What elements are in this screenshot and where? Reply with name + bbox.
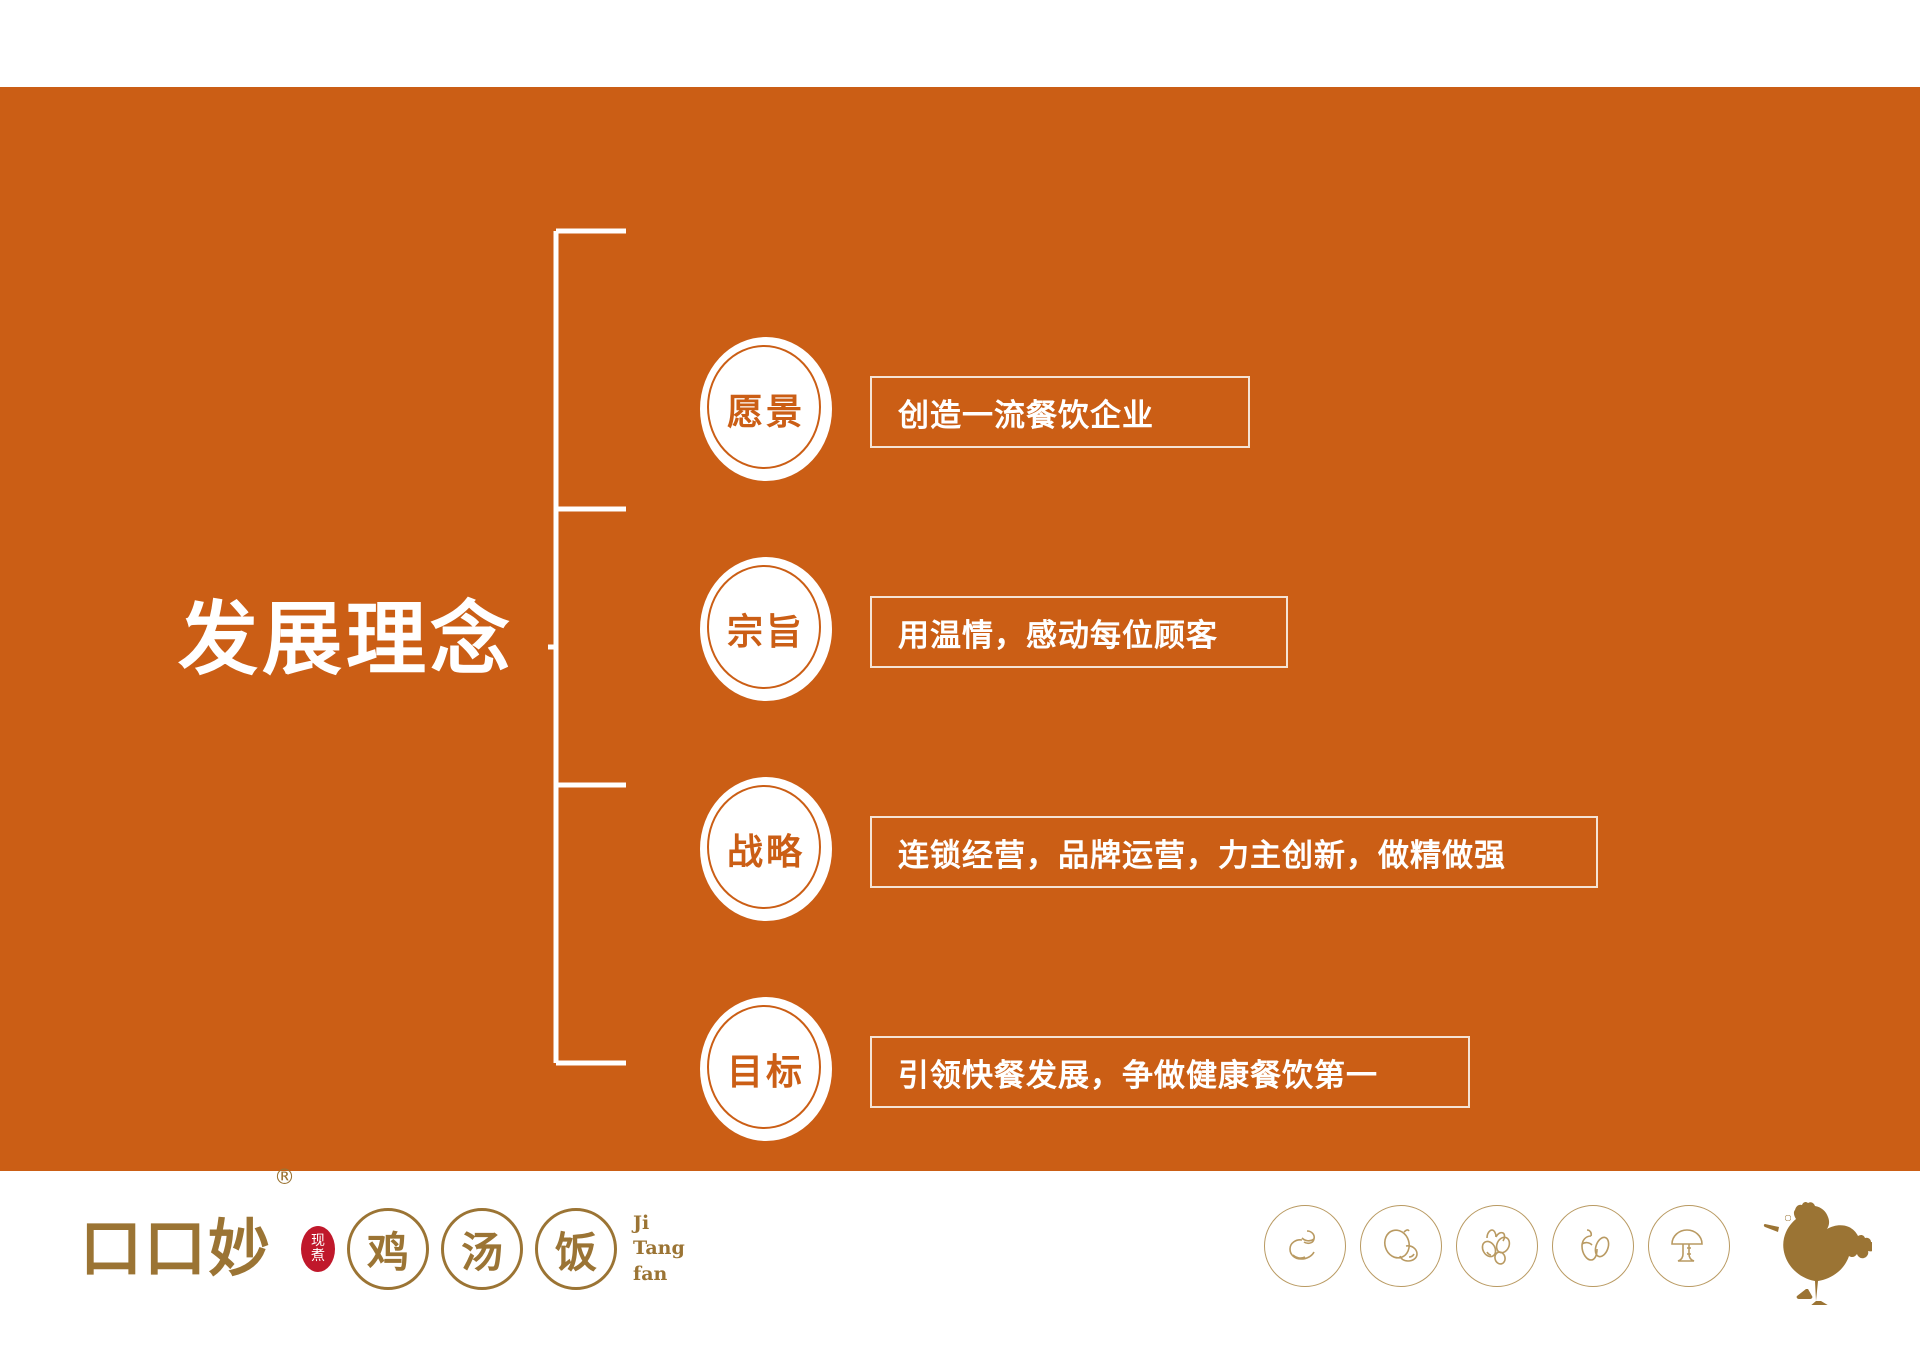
concept-text: 创造一流餐饮企业 (898, 397, 1154, 434)
beans-icon (1264, 1205, 1346, 1287)
badge-label: 目标 (726, 1052, 805, 1093)
concept-row: 宗旨 用温情，感动每位顾客 (700, 557, 1288, 707)
registered-trademark-icon: ® (274, 1165, 296, 1189)
pinyin-line-1: Ji (633, 1211, 650, 1234)
orange-content-panel: 发展理念 愿景 创造一流餐饮企业 (0, 87, 1920, 1171)
badge-label: 宗旨 (726, 612, 805, 653)
chicken-silhouette-icon (1763, 1201, 1872, 1305)
seal-badge: 现 煮 (301, 1226, 336, 1272)
concept-text: 引领快餐发展，争做健康餐饮第一 (898, 1057, 1378, 1094)
badge-circle: 目标 (700, 997, 840, 1147)
badge-ring-inner (707, 345, 821, 469)
ingredient-icon-row (1264, 1205, 1730, 1287)
mushroom-icon (1648, 1205, 1730, 1287)
concept-textbox: 创造一流餐饮企业 (870, 376, 1250, 448)
pepper-icon (1552, 1205, 1634, 1287)
badge-label: 战略 (726, 832, 805, 873)
badge-circle: 宗旨 (700, 557, 840, 707)
potato-icon (1360, 1205, 1442, 1287)
concept-row: 战略 连锁经营，品牌运营，力主创新，做精做强 (700, 777, 1598, 927)
logo-wordmark: 口口妙 (80, 1212, 273, 1285)
page-title: 发展理念 (178, 593, 514, 686)
logo-circle-tang: 汤 (441, 1208, 524, 1290)
badge-circle: 战略 (700, 777, 840, 927)
concept-text: 用温情，感动每位顾客 (898, 617, 1218, 654)
seal-line-2: 煮 (311, 1248, 326, 1264)
logo-pinyin: Ji Tang fan (633, 1211, 685, 1288)
concept-textbox: 连锁经营，品牌运营，力主创新，做精做强 (870, 816, 1598, 888)
concept-text: 连锁经营，品牌运营，力主创新，做精做强 (898, 837, 1506, 874)
badge-label: 愿景 (726, 392, 805, 433)
badge-ring-inner (707, 1005, 821, 1129)
badge-circle: 愿景 (700, 337, 840, 487)
concept-textbox: 引领快餐发展，争做健康餐饮第一 (870, 1036, 1470, 1108)
logo-circle-ji: 鸡 (347, 1208, 430, 1290)
badge-ring-inner (707, 565, 821, 689)
logo-circle-fan: 饭 (535, 1208, 618, 1290)
seal-line-1: 现 (311, 1233, 326, 1250)
pinyin-line-2: Tang (633, 1237, 685, 1260)
footer-bar: 口口妙 ® 现 煮 鸡 汤 饭 Ji Tang fan (0, 1165, 1920, 1358)
badge-ring-inner (707, 785, 821, 909)
concept-row: 愿景 创造一流餐饮企业 (700, 337, 1250, 487)
pinyin-line-3: fan (633, 1262, 668, 1285)
brand-logo: 口口妙 ® 现 煮 鸡 汤 饭 Ji Tang fan (80, 1165, 685, 1299)
concept-textbox: 用温情，感动每位顾客 (870, 596, 1288, 668)
nuts-icon (1456, 1205, 1538, 1287)
concept-row: 目标 引领快餐发展，争做健康餐饮第一 (700, 997, 1470, 1147)
